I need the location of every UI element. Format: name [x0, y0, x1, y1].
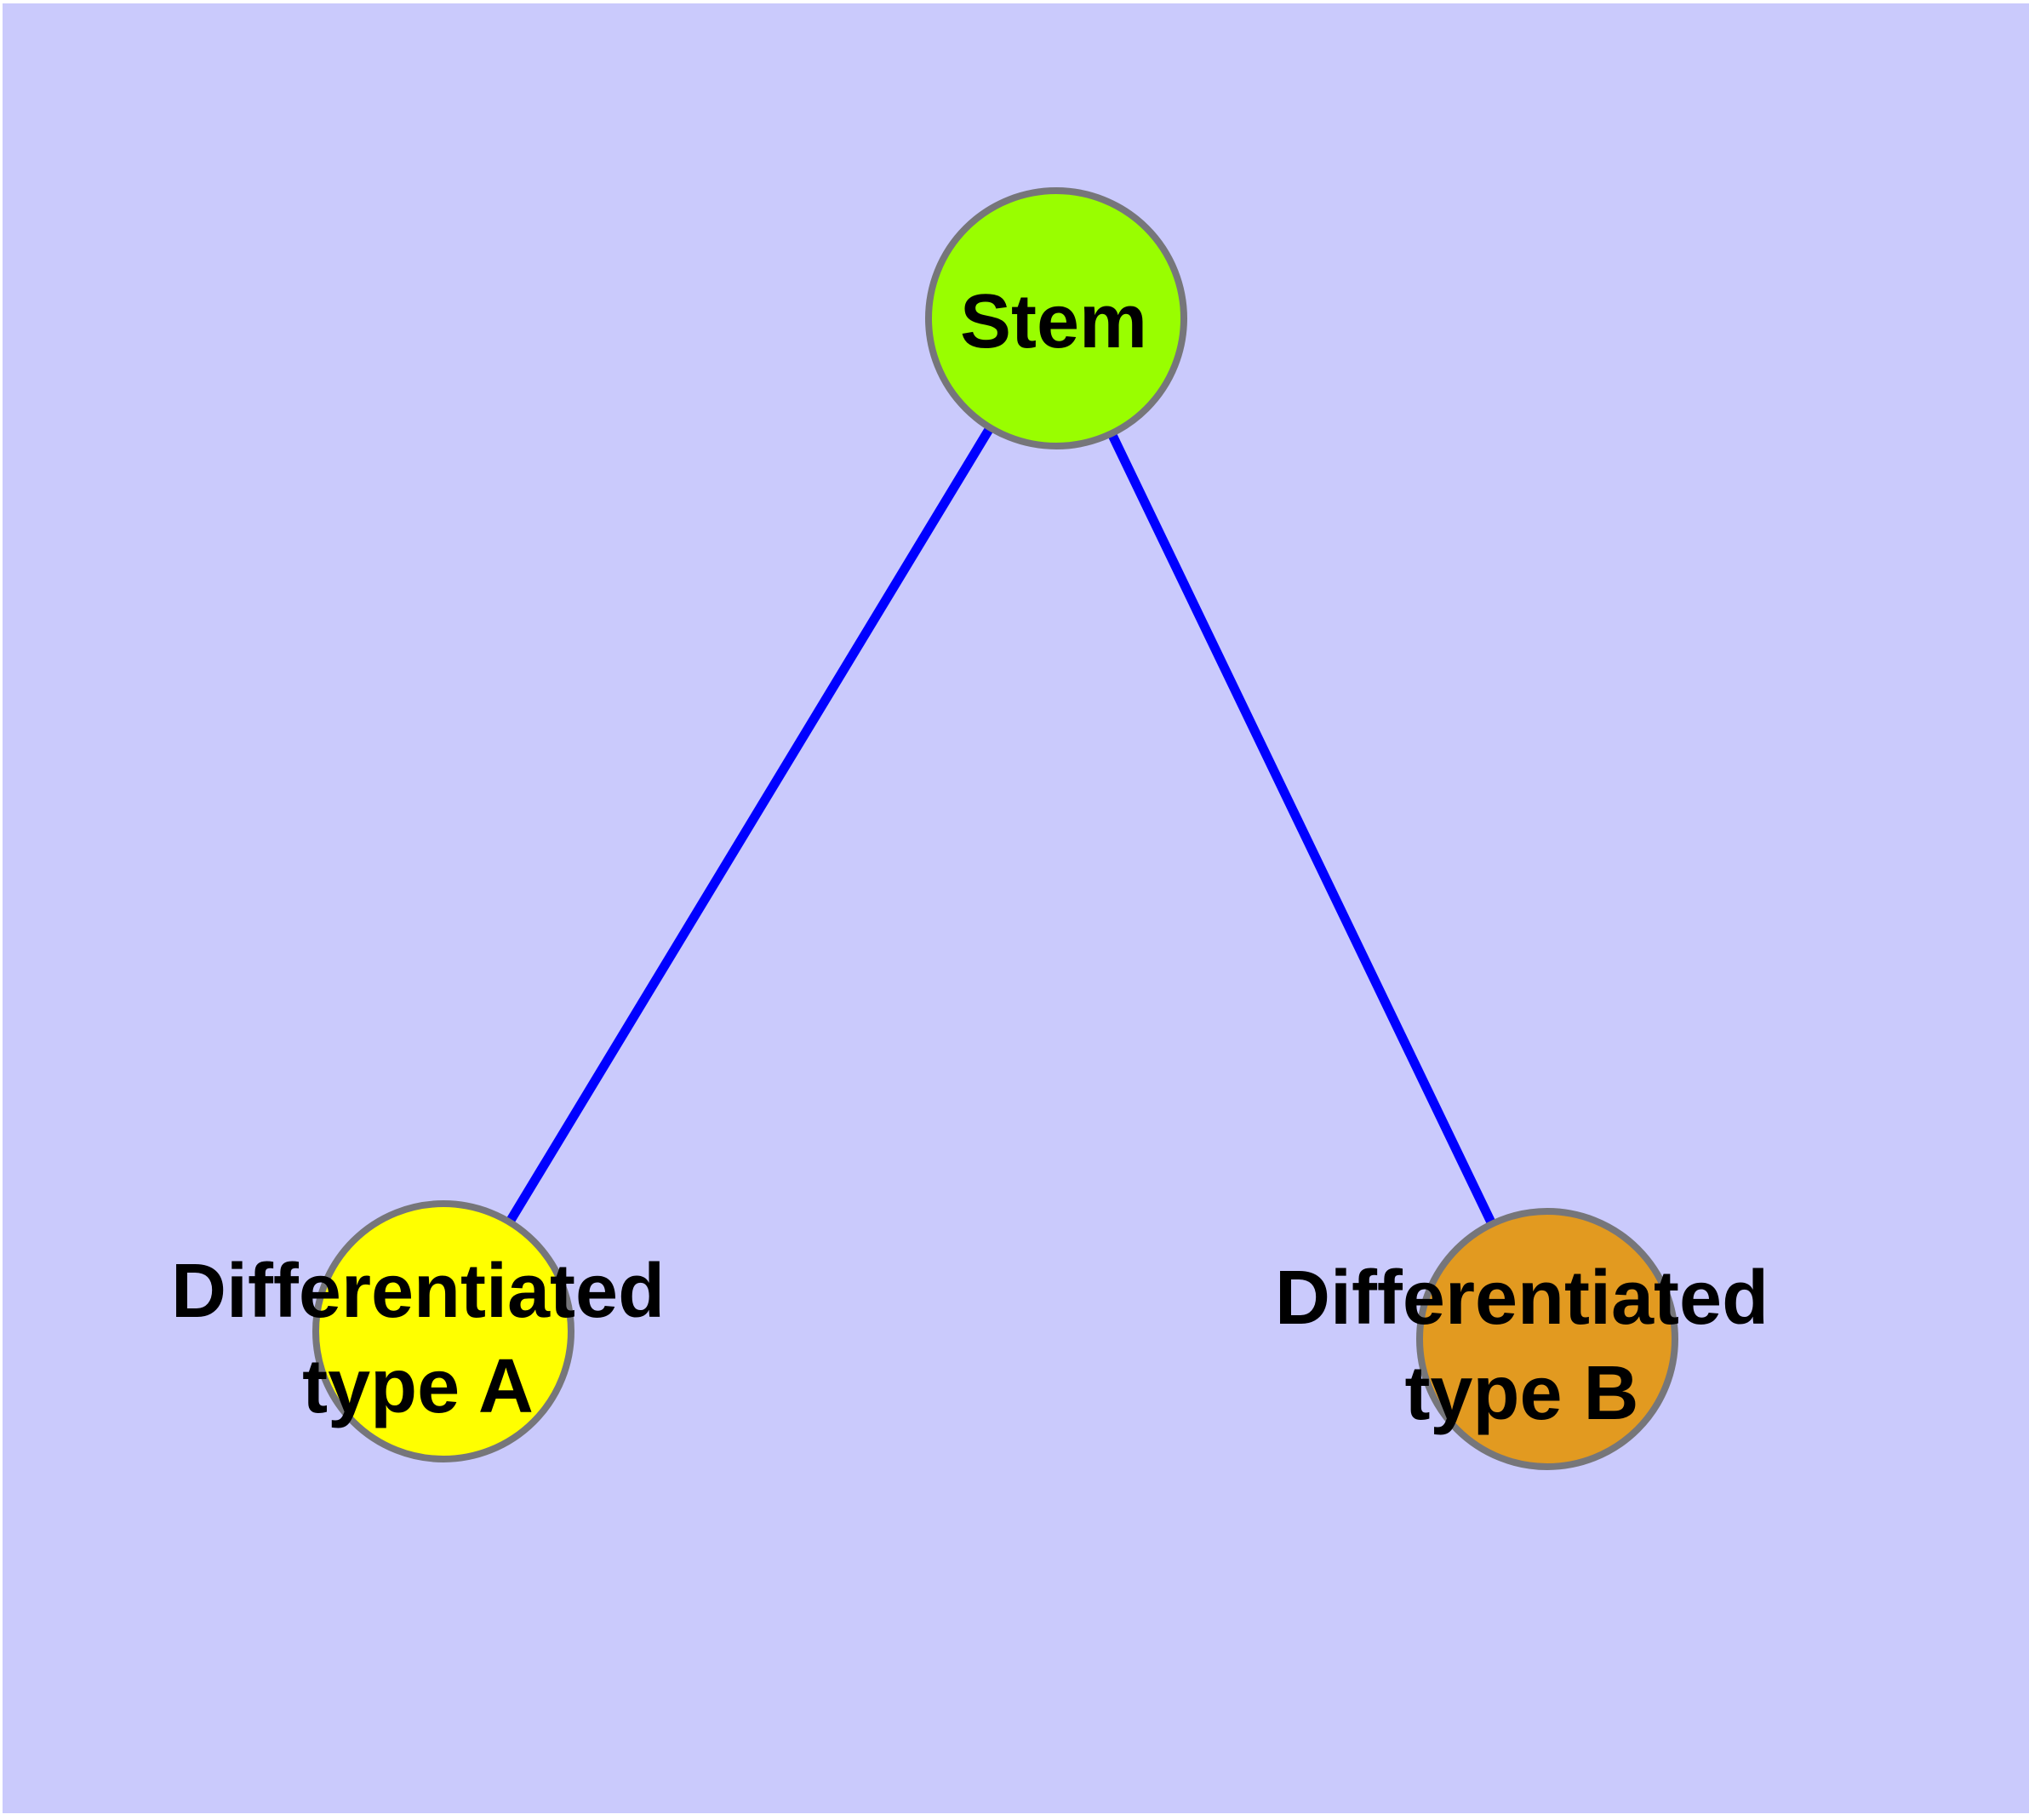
node-type-a-label-line2: type A: [302, 1344, 534, 1429]
edge-stem-to-type-b: [1052, 316, 1552, 1342]
node-stem-label: Stem: [959, 279, 1148, 364]
edge-stem-to-type-a: [439, 316, 1060, 1334]
node-type-a-label-line1: Differentiated: [170, 1249, 666, 1334]
node-type-b-label: Differentiated type B: [1275, 1251, 1769, 1441]
node-type-b-circle: [1416, 1208, 1678, 1470]
node-type-a-label: Differentiated type A: [171, 1244, 665, 1434]
node-type-a-circle: [312, 1200, 574, 1462]
node-type-b-label-line2: type B: [1404, 1351, 1639, 1436]
node-stem-circle: [925, 187, 1187, 449]
node-type-b-label-line1: Differentiated: [1274, 1256, 1769, 1341]
